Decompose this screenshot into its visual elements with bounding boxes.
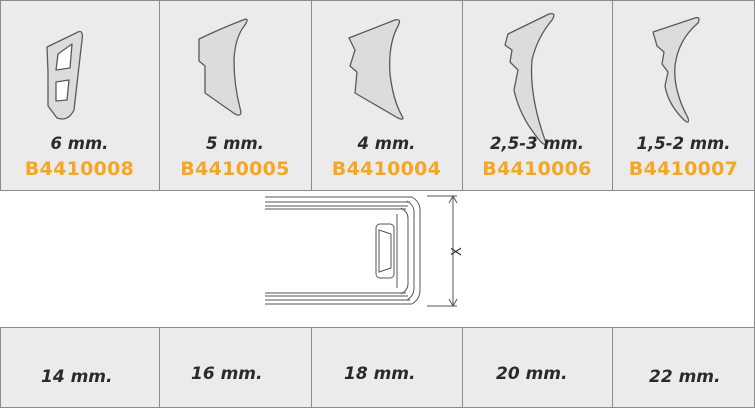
profile-code: B4410005 bbox=[180, 158, 290, 180]
width-cell-2 bbox=[159, 327, 311, 408]
seal-cross-section-diagram: X bbox=[0, 190, 755, 327]
profile-code: B4410004 bbox=[331, 158, 442, 180]
seal-profile-2-5-3mm-icon bbox=[504, 12, 555, 146]
profile-size: 4 mm. bbox=[357, 134, 416, 153]
profile-size: 6 mm. bbox=[50, 134, 109, 153]
grid-line bbox=[612, 327, 613, 408]
seal-profile-4mm-icon bbox=[348, 18, 404, 120]
grid-line bbox=[0, 0, 755, 1]
grid-line bbox=[612, 0, 613, 190]
width-label: 16 mm. bbox=[191, 364, 263, 384]
width-cell-5 bbox=[612, 327, 755, 408]
cross-section-drawing: X bbox=[265, 194, 465, 308]
width-label: 14 mm. bbox=[41, 367, 113, 387]
profile-size: 2,5-3 mm. bbox=[490, 134, 584, 153]
width-label: 22 mm. bbox=[649, 367, 721, 387]
width-label: 20 mm. bbox=[496, 364, 568, 384]
profile-code: B4410006 bbox=[482, 158, 592, 180]
grid-line bbox=[159, 327, 160, 408]
grid-line bbox=[0, 190, 755, 191]
grid-line bbox=[311, 0, 312, 190]
profile-drawings bbox=[46, 12, 700, 146]
seal-profile-6mm-icon bbox=[46, 30, 84, 120]
seal-profile-1-5-2mm-icon bbox=[652, 16, 700, 123]
grid-line bbox=[0, 327, 1, 408]
dimension-x-label: X bbox=[450, 247, 465, 256]
grid-line bbox=[311, 327, 312, 408]
grid-line bbox=[462, 0, 463, 190]
profile-size: 5 mm. bbox=[206, 134, 264, 153]
grid-line bbox=[0, 327, 755, 328]
width-cell-1 bbox=[0, 327, 159, 408]
profile-code: B4410007 bbox=[628, 158, 739, 180]
grid-line bbox=[159, 0, 160, 190]
grid-line bbox=[0, 0, 1, 190]
grid-line bbox=[462, 327, 463, 408]
seal-profile-5mm-icon bbox=[198, 18, 248, 116]
width-label: 18 mm. bbox=[344, 364, 416, 384]
profile-code: B4410008 bbox=[24, 158, 135, 180]
profile-size: 1,5-2 mm. bbox=[636, 134, 731, 153]
width-cell-3 bbox=[311, 327, 462, 408]
width-cell-4 bbox=[462, 327, 612, 408]
